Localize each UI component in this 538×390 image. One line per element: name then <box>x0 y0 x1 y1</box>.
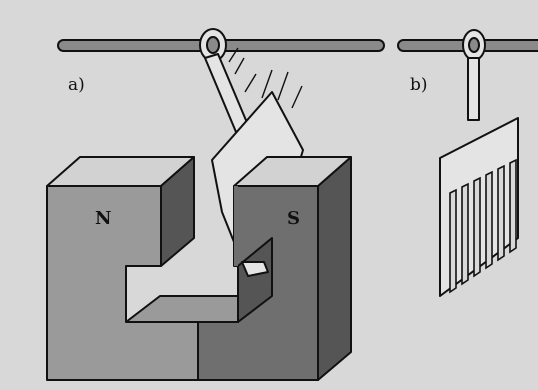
pendulum-slotted-plate <box>439 29 519 297</box>
magnet-s-underside <box>237 237 273 323</box>
magnet-side-face <box>317 156 352 381</box>
motion-lines <box>228 47 303 109</box>
pendulum-arm-b <box>467 57 480 121</box>
horseshoe-magnet: N S <box>46 156 352 381</box>
plate-slots <box>449 158 517 294</box>
south-pole-label: S <box>287 208 300 229</box>
panel-a-label: a) <box>68 75 85 95</box>
solid-plate-tip <box>241 261 269 277</box>
magnet-front-n <box>46 185 199 381</box>
north-pole-label: N <box>95 208 111 229</box>
panel-b-label: b) <box>410 75 428 95</box>
magnet-s-notch <box>234 186 238 266</box>
